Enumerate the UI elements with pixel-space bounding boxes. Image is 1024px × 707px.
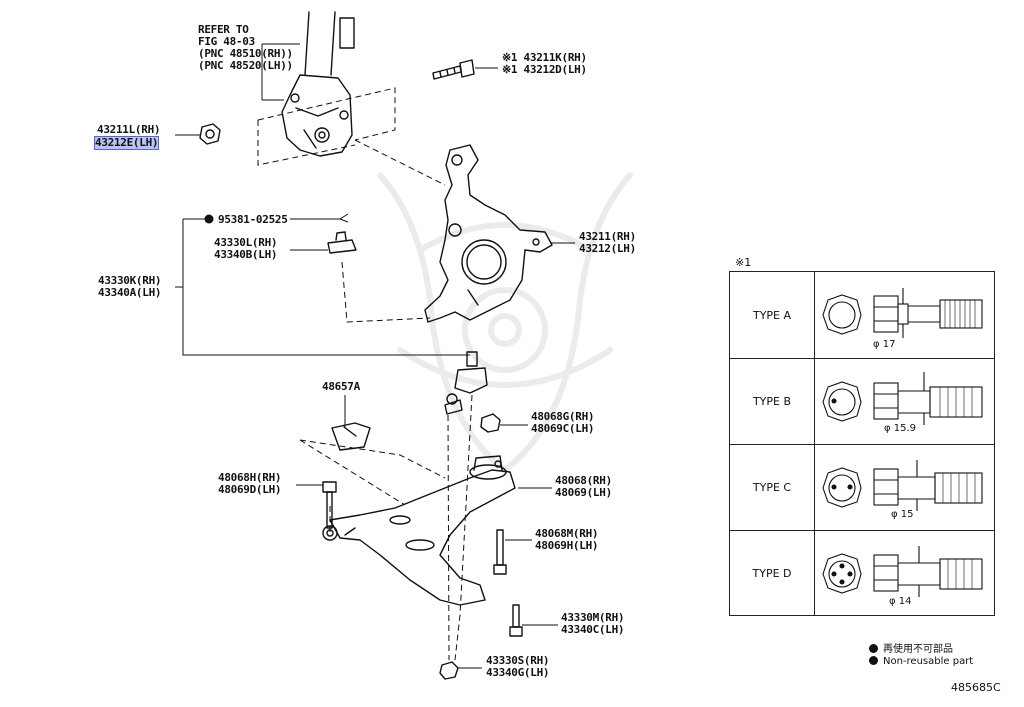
type-b-diameter: φ 15.9 [884, 423, 917, 434]
strut-assembly [281, 11, 355, 157]
label-bolt-48068H[interactable]: 48068H(RH) 48069D(LH) [218, 471, 282, 496]
type-d-diameter: φ 14 [889, 596, 912, 607]
assembly-dashed-lines [257, 87, 473, 661]
label-bolt-43211K[interactable]: ※1 43211K(RH) ※1 43212D(LH) [502, 51, 587, 76]
cotter-pin-43330L [327, 231, 357, 254]
label-bolt-48068M[interactable]: 48068M(RH) 48069H(LH) [535, 527, 599, 552]
bolt-43330M [509, 604, 523, 637]
type-bolt-drawings [822, 288, 983, 597]
label-nut-43330S[interactable]: 43330S(RH) 43340G(LH) [486, 654, 550, 679]
leader-lines [175, 43, 575, 669]
type-row-d: TYPE D [730, 530, 994, 616]
type-a-name: TYPE A [730, 272, 815, 358]
label-knuckle-43211[interactable]: 43211(RH) 43212(LH) [579, 230, 636, 255]
label-part-95381[interactable]: 95381-02525 [218, 213, 288, 226]
label-pin-43330L[interactable]: 43330L(RH) 43340B(LH) [214, 236, 278, 261]
strut-nut-43211L [199, 123, 221, 145]
type-c-bolt-drawing [822, 460, 983, 511]
legend-en-text: Non-reusable part [883, 656, 974, 667]
bracket-48657A [331, 422, 371, 451]
type-d-name: TYPE D [730, 531, 815, 616]
label-nut-48068G[interactable]: 48068G(RH) 48069C(LH) [531, 410, 595, 435]
ball-joint-43330K [444, 351, 488, 415]
steering-knuckle [424, 144, 553, 323]
non-reusable-dot-icon [869, 644, 878, 653]
non-reusable-dot-icon [869, 656, 878, 665]
label-refer-fig: REFER TO FIG 48-03 (PNC 48510(RH)) (PNC … [198, 23, 293, 72]
bolt-types-table: TYPE A TYPE B TYPE C TYPE D [729, 271, 995, 616]
label-bracket-48657A[interactable]: 48657A [322, 380, 360, 393]
label-nut-43211L[interactable]: 43211L(RH) [97, 123, 161, 136]
label-bolt-43330M[interactable]: 43330M(RH) 43340C(LH) [561, 611, 625, 636]
label-joint-43330K[interactable]: 43330K(RH) 43340A(LH) [98, 274, 162, 299]
type-c-name: TYPE C [730, 445, 815, 530]
label-nut-43212E-highlighted[interactable]: 43212E(LH) [93, 136, 160, 150]
lower-control-arm [322, 455, 516, 606]
legend-non-reusable-en: Non-reusable part [869, 656, 973, 667]
type-d-bolt-drawing [822, 546, 983, 597]
legend-jp-text: 再使用不可部品 [883, 644, 953, 655]
label-bush-48068[interactable]: 48068(RH) 48069(LH) [555, 474, 612, 499]
type-row-c: TYPE C [730, 444, 994, 530]
nut-48068G [480, 413, 501, 433]
type-a-diameter: φ 17 [873, 339, 896, 350]
bolt-48068M [493, 529, 507, 575]
non-reusable-dot-95381 [204, 214, 214, 224]
type-c-diameter: φ 15 [891, 509, 914, 520]
type-row-a: TYPE A [730, 272, 994, 358]
nut-43330S [439, 661, 459, 680]
types-table-mark: ※1 [735, 256, 752, 269]
figure-id: 485685C [951, 681, 1001, 694]
legend-non-reusable-jp: 再使用不可部品 [869, 640, 953, 655]
type-b-bolt-drawing [822, 372, 983, 425]
type-b-name: TYPE B [730, 359, 815, 444]
type-row-b: TYPE B [730, 358, 994, 444]
strut-bolt-43211K [432, 59, 475, 80]
type-a-bolt-drawing [822, 288, 983, 338]
